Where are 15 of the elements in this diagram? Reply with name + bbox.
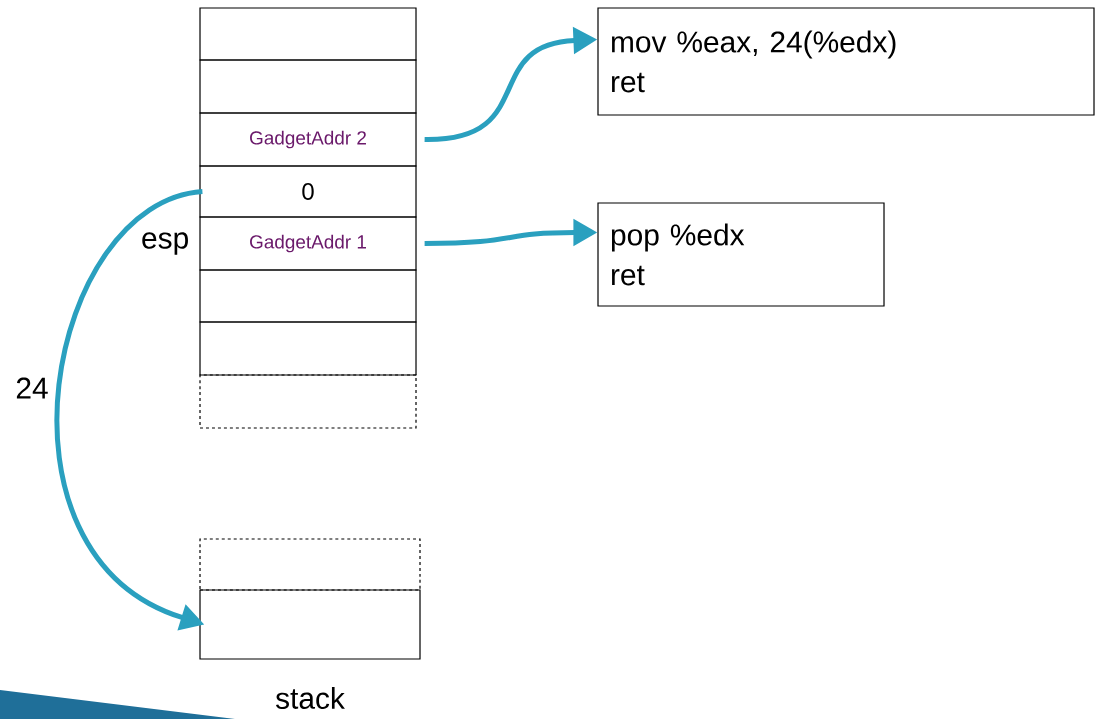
stack-cell <box>199 538 421 591</box>
stack-cell <box>199 59 417 114</box>
code-box: pop %edx ret <box>597 202 885 307</box>
stack-cell: 0 <box>199 165 417 218</box>
code-box: mov %eax, 24(%edx) ret <box>597 7 1095 116</box>
pointer-label: esp <box>142 232 188 255</box>
stack-cell: GadgetAddr 2 <box>199 112 417 167</box>
stack-cell: GadgetAddr 1 <box>199 216 417 271</box>
edge-label: 24 <box>14 376 50 400</box>
stack-cell <box>199 589 421 660</box>
stack-cell <box>199 374 417 429</box>
stack-cell <box>199 269 417 323</box>
stack-cell <box>199 7 417 61</box>
caption-label: stack <box>275 687 345 709</box>
stack-cell <box>199 321 417 376</box>
